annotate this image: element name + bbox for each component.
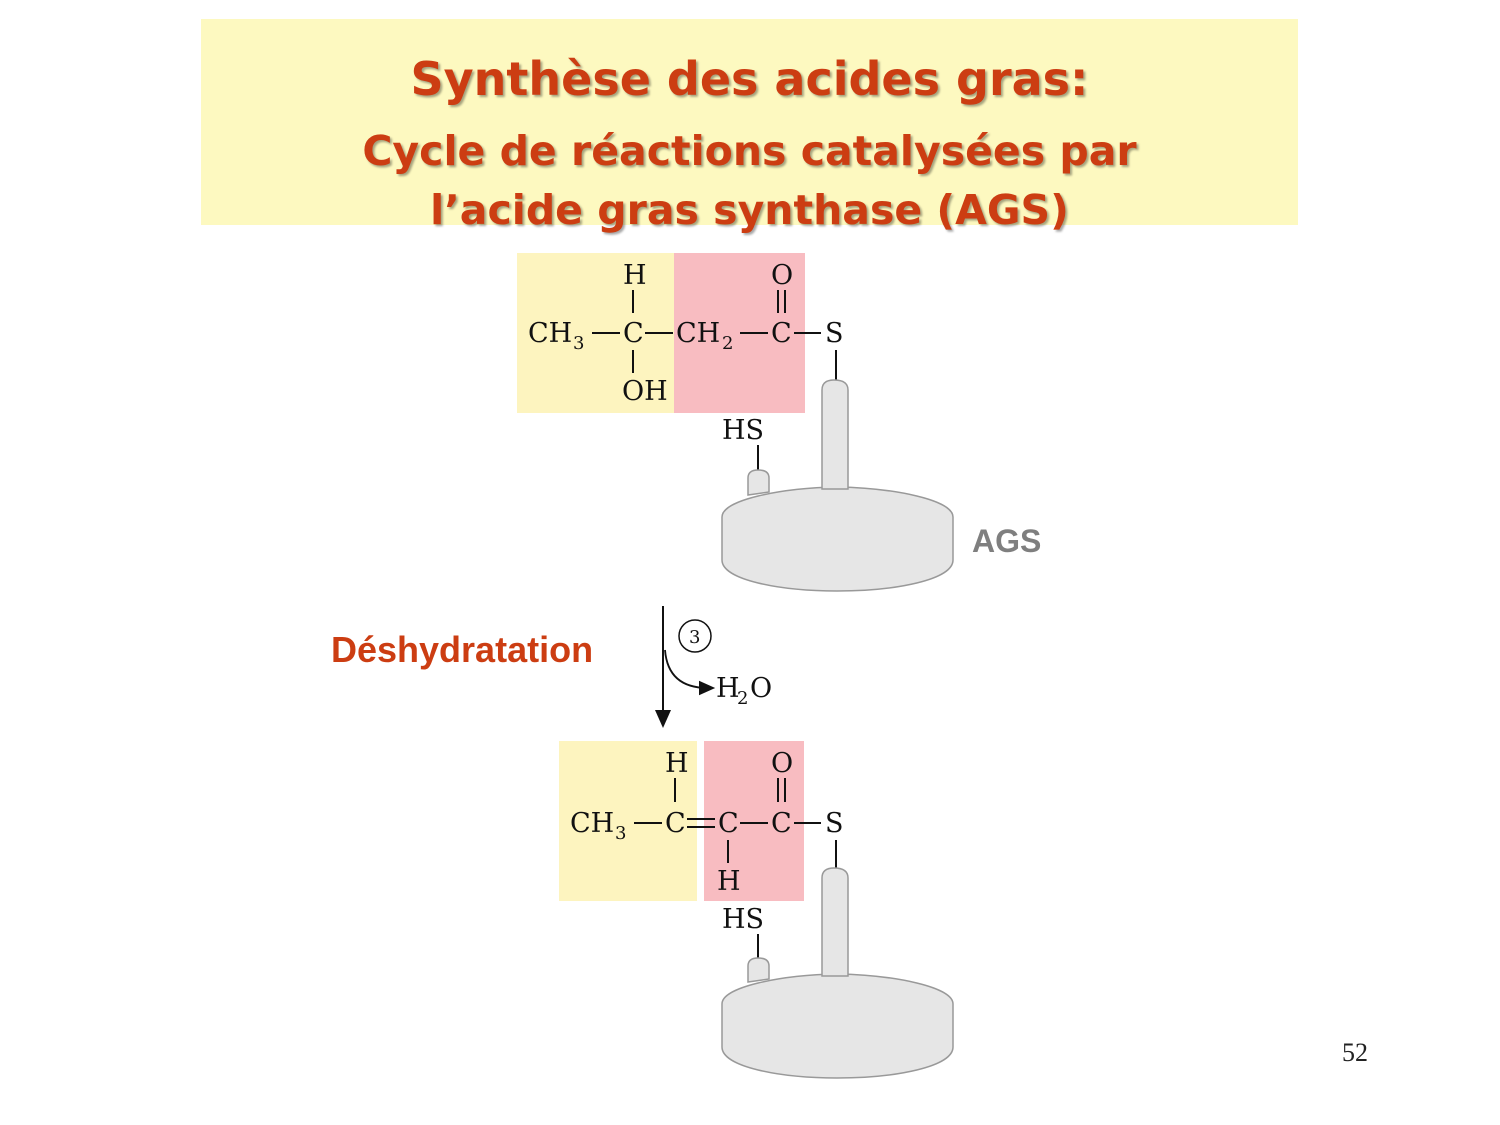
molecule2-top-o: O [771,748,793,779]
molecule2-top-h: H [665,748,689,779]
byproduct-arrow [664,649,716,696]
molecule1-ch2: CH [676,318,720,349]
molecule1-c-carbonyl: C [771,318,792,349]
molecule1-ch3-sub: 3 [573,333,584,354]
molecule2-yellow-region [559,741,697,901]
step-number-circle [678,619,712,653]
molecule2-c1: C [665,808,686,839]
enzyme-1-shape [721,379,954,592]
molecule2-c-carbonyl: C [771,808,792,839]
molecule1-top-o: O [771,260,793,291]
page-number: 52 [1342,1038,1368,1067]
enzyme-2-shape [721,867,954,1079]
molecule1-oh: OH [622,376,668,407]
step-label: Déshydratation [331,629,593,670]
molecule1-top-h: H [623,260,647,291]
title-main: Synthèse des acides gras: [410,52,1089,106]
title-banner: Synthèse des acides gras: Cycle de réact… [201,19,1298,234]
molecule2-ch3-sub: 3 [615,823,626,844]
molecule2-c2: C [718,808,739,839]
molecule1-hs: HS [722,415,764,446]
molecule2-hs: HS [722,904,764,935]
title-subtitle-line2: l’acide gras synthase (AGS) [430,186,1069,234]
byproduct-o: O [750,673,772,704]
molecule1-c-center: C [623,318,644,349]
molecule1-ch3: CH [528,318,572,349]
step-number: 3 [689,627,700,648]
molecule2-ch3: CH [570,808,614,839]
molecule2-s: S [825,808,844,839]
molecule1-ch2-sub: 2 [722,333,733,354]
byproduct-h: H [716,673,740,704]
molecule1-pink-region [674,253,805,413]
byproduct-h-sub: 2 [737,688,748,709]
molecule2-pink-region [704,741,804,901]
title-subtitle-line1: Cycle de réactions catalysées par [362,127,1137,175]
molecule1-s: S [825,318,844,349]
molecule2-bottom-h: H [717,866,741,897]
enzyme-label: AGS [972,523,1041,559]
